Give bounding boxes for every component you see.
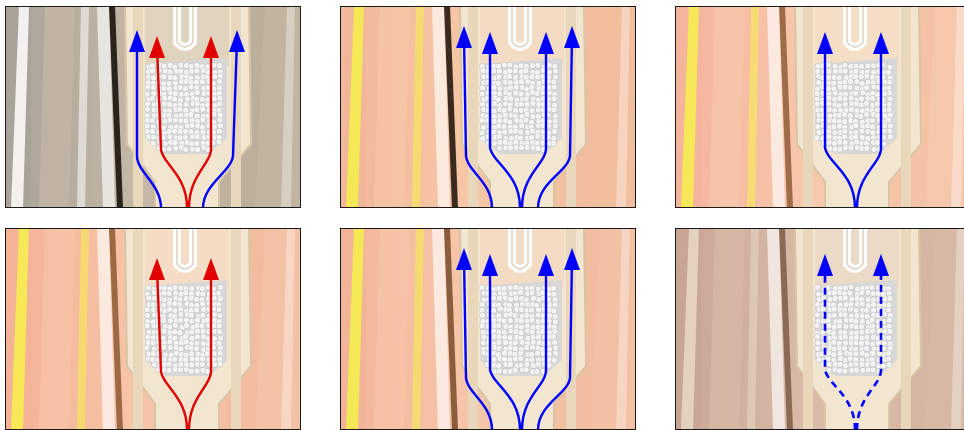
- panel-2: [340, 6, 636, 208]
- wall-panel: [709, 6, 745, 208]
- scene-illustration: [340, 6, 636, 208]
- panel-5: [340, 228, 636, 430]
- bead-bed: [814, 58, 897, 154]
- panel-3: [675, 6, 964, 208]
- wall-panel: [374, 228, 410, 430]
- wall-panel: [709, 228, 745, 430]
- scene-illustration: [675, 6, 964, 208]
- bead-bed: [814, 280, 897, 376]
- bead-bed: [479, 280, 562, 376]
- scene-illustration: [675, 228, 964, 430]
- panel-1: [5, 6, 301, 208]
- scene-illustration: [5, 6, 301, 208]
- wall-panel: [374, 6, 410, 208]
- panel-4: [5, 228, 301, 430]
- scene-illustration: [5, 228, 301, 430]
- wall-panel: [39, 6, 75, 208]
- bead-bed: [144, 280, 227, 376]
- bead-bed: [144, 58, 227, 154]
- bead-bed: [479, 58, 562, 154]
- panel-6: [675, 228, 964, 430]
- scene-illustration: [340, 228, 636, 430]
- wall-panel: [39, 228, 75, 430]
